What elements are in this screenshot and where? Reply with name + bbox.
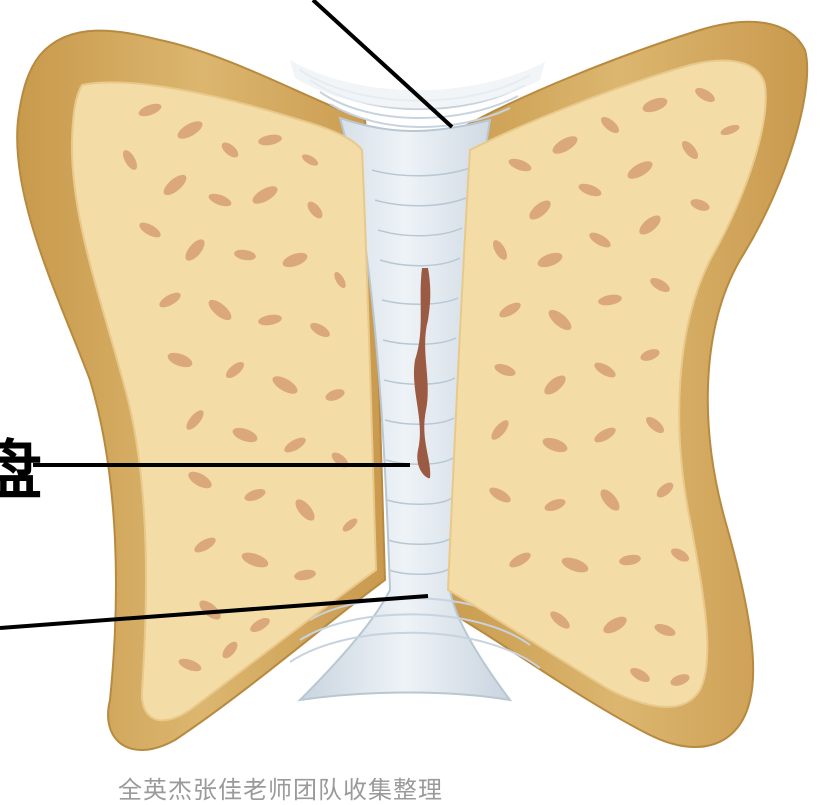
watermark-text: 全英杰张佳老师团队收集整理	[118, 770, 443, 805]
partial-label-disc: 盘	[0, 420, 42, 512]
